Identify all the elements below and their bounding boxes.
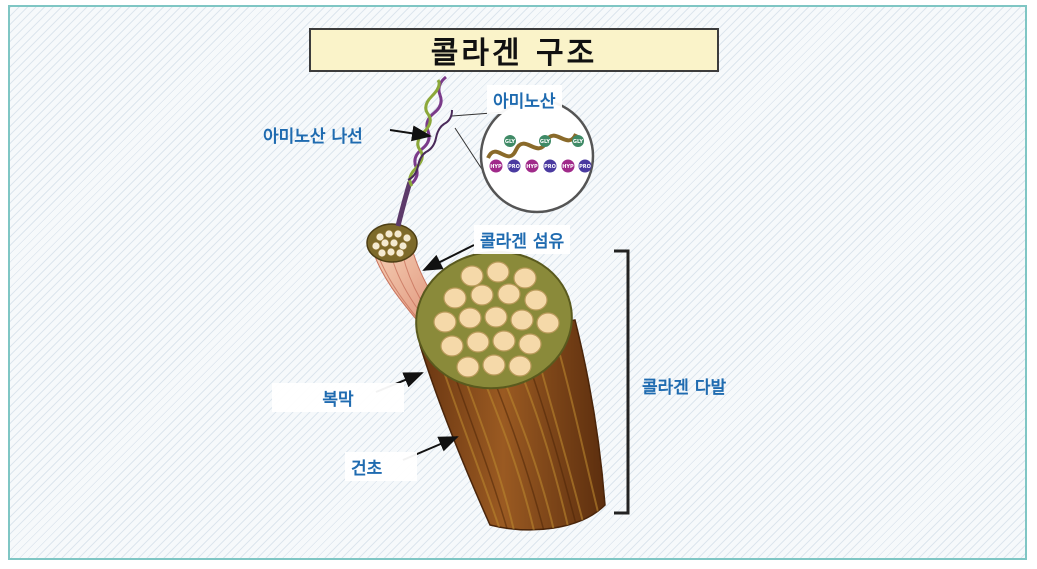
amino-unit-gly-2: GLY — [540, 139, 551, 145]
label-perimysium: 복막 — [272, 383, 404, 412]
label-amino-acid-helix-text: 아미노산 나선 — [263, 127, 363, 147]
bundle-bracket — [614, 249, 630, 515]
amino-unit-hyp-2: HYP — [526, 164, 538, 170]
page-title: 콜라겐 구조 — [430, 36, 598, 71]
amino-unit-gly-3: GLY — [573, 139, 584, 145]
amino-unit-pro-3: PRO — [579, 164, 591, 170]
title-box: 콜라겐 구조 — [309, 28, 719, 72]
label-amino-acid: 아미노산 — [487, 85, 562, 114]
label-tendon: 건초 — [345, 452, 417, 481]
amino-unit-pro-2: PRO — [544, 164, 556, 170]
fiber-cross-section — [366, 223, 418, 263]
arrow-collagen-fiber — [422, 244, 475, 271]
amino-unit-hyp-3: HYP — [562, 164, 574, 170]
label-collagen-fiber-text: 콜라겐 섬유 — [480, 232, 565, 252]
amino-unit-gly-1: GLY — [505, 139, 516, 145]
tendon-cross-section — [415, 250, 573, 390]
label-amino-acid-text: 아미노산 — [493, 92, 556, 112]
helix-stalk — [395, 181, 413, 227]
label-amino-acid-helix: 아미노산 나선 — [263, 122, 363, 147]
amino-acid-helix — [407, 75, 453, 187]
amino-acid-magnifier: GLY GLY GLY HYP PRO HYP PRO HYP PRO — [479, 98, 595, 214]
label-collagen-bundle: 콜라겐 다발 — [642, 373, 726, 398]
label-collagen-bundle-text: 콜라겐 다발 — [642, 378, 727, 398]
label-perimysium-text: 복막 — [322, 390, 354, 410]
label-tendon-text: 건초 — [351, 459, 383, 479]
arrow-helix — [389, 125, 432, 142]
label-collagen-fiber: 콜라겐 섬유 — [474, 225, 571, 254]
amino-unit-hyp-1: HYP — [490, 164, 502, 170]
amino-unit-pro-1: PRO — [508, 164, 520, 170]
